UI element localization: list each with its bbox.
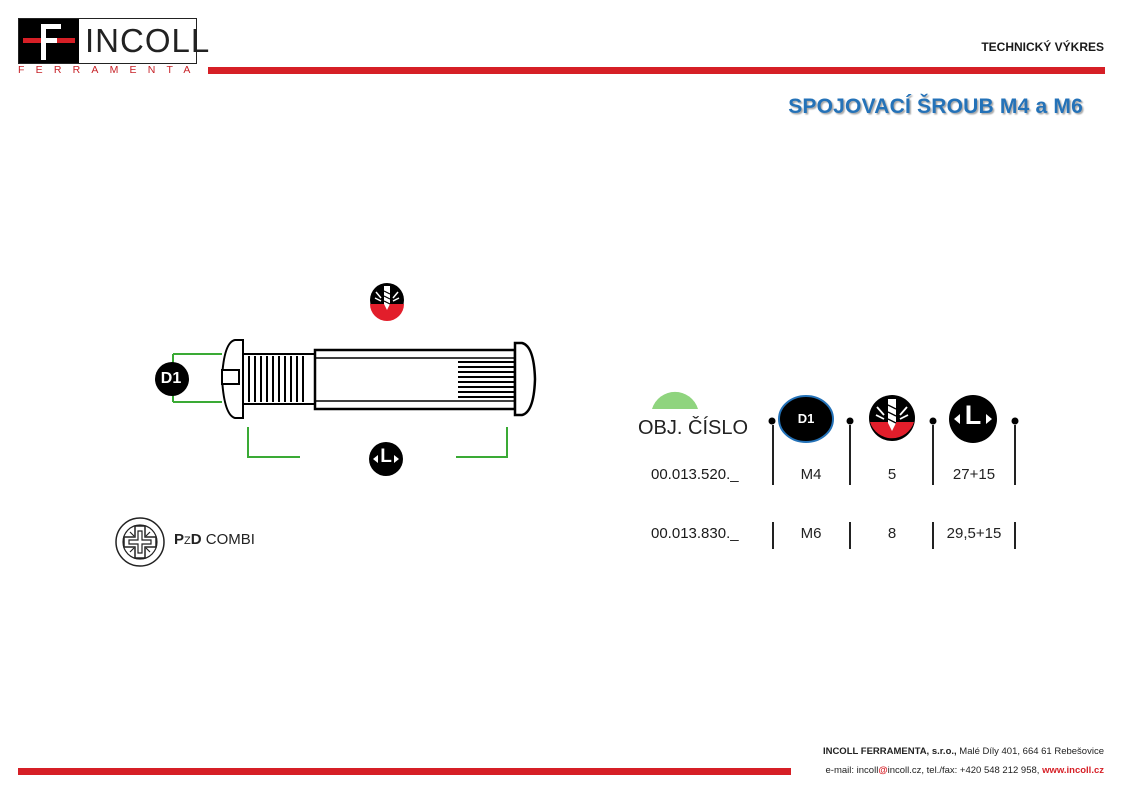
table-divider bbox=[772, 425, 774, 485]
table-divider bbox=[932, 425, 934, 485]
d1-label: D1 bbox=[160, 370, 182, 387]
logo-subtitle: FERRAMENTA bbox=[18, 64, 202, 76]
footer-address: INCOLL FERRAMENTA, s.r.o., Malé Díly 401… bbox=[822, 746, 1104, 757]
row-code: 00.013.830._ bbox=[651, 525, 739, 542]
row-code: 00.013.520._ bbox=[651, 466, 739, 483]
length-arrows-icon bbox=[949, 395, 997, 443]
document-type: TECHNICKÝ VÝKRES bbox=[981, 40, 1104, 54]
logo: INCOLL bbox=[18, 18, 209, 64]
l-label: L bbox=[380, 446, 392, 467]
length-arrows-icon bbox=[369, 442, 403, 476]
row-drill: 8 bbox=[887, 525, 897, 542]
table-divider bbox=[1014, 425, 1016, 485]
table-divider bbox=[1014, 522, 1016, 549]
row-d1: M4 bbox=[800, 466, 822, 483]
logo-text: INCOLL bbox=[85, 22, 211, 59]
screw-drawing bbox=[155, 283, 537, 476]
row-length: 27+15 bbox=[952, 466, 996, 483]
table-header-code: OBJ. ČÍSLO bbox=[638, 417, 749, 439]
table-row: 00.013.830._ bbox=[651, 525, 739, 542]
table-divider bbox=[849, 425, 851, 485]
footer-red-bar bbox=[18, 768, 791, 775]
table-divider bbox=[772, 522, 774, 549]
table-divider bbox=[932, 522, 934, 549]
row-drill: 5 bbox=[887, 466, 897, 483]
table-header-icons bbox=[652, 391, 1019, 443]
row-length: 29,5+15 bbox=[946, 525, 1002, 542]
page-title: SPOJOVACÍ ŠROUB M4 a M6 bbox=[788, 95, 1083, 118]
footer-contact: e-mail: incoll@incoll.cz, tel./fax: +420… bbox=[825, 765, 1104, 776]
d1-badge bbox=[155, 362, 189, 396]
website-link[interactable]: www.incoll.cz bbox=[1042, 765, 1104, 776]
drive-type-label: PZD COMBI bbox=[174, 531, 255, 548]
table-divider bbox=[849, 522, 851, 549]
table-row: 00.013.520._ bbox=[651, 466, 739, 483]
d1-header-badge bbox=[778, 395, 834, 443]
drill-bit-icon bbox=[869, 395, 915, 441]
logo-mark bbox=[19, 19, 79, 63]
logo-f-icon bbox=[23, 24, 75, 60]
table-header-d1: D1 bbox=[797, 411, 815, 426]
drill-bit-icon bbox=[370, 283, 404, 321]
row-d1: M6 bbox=[800, 525, 822, 542]
pozidriv-icon bbox=[115, 517, 165, 567]
table-header-l: L bbox=[964, 400, 982, 430]
header-red-bar bbox=[208, 67, 1105, 74]
